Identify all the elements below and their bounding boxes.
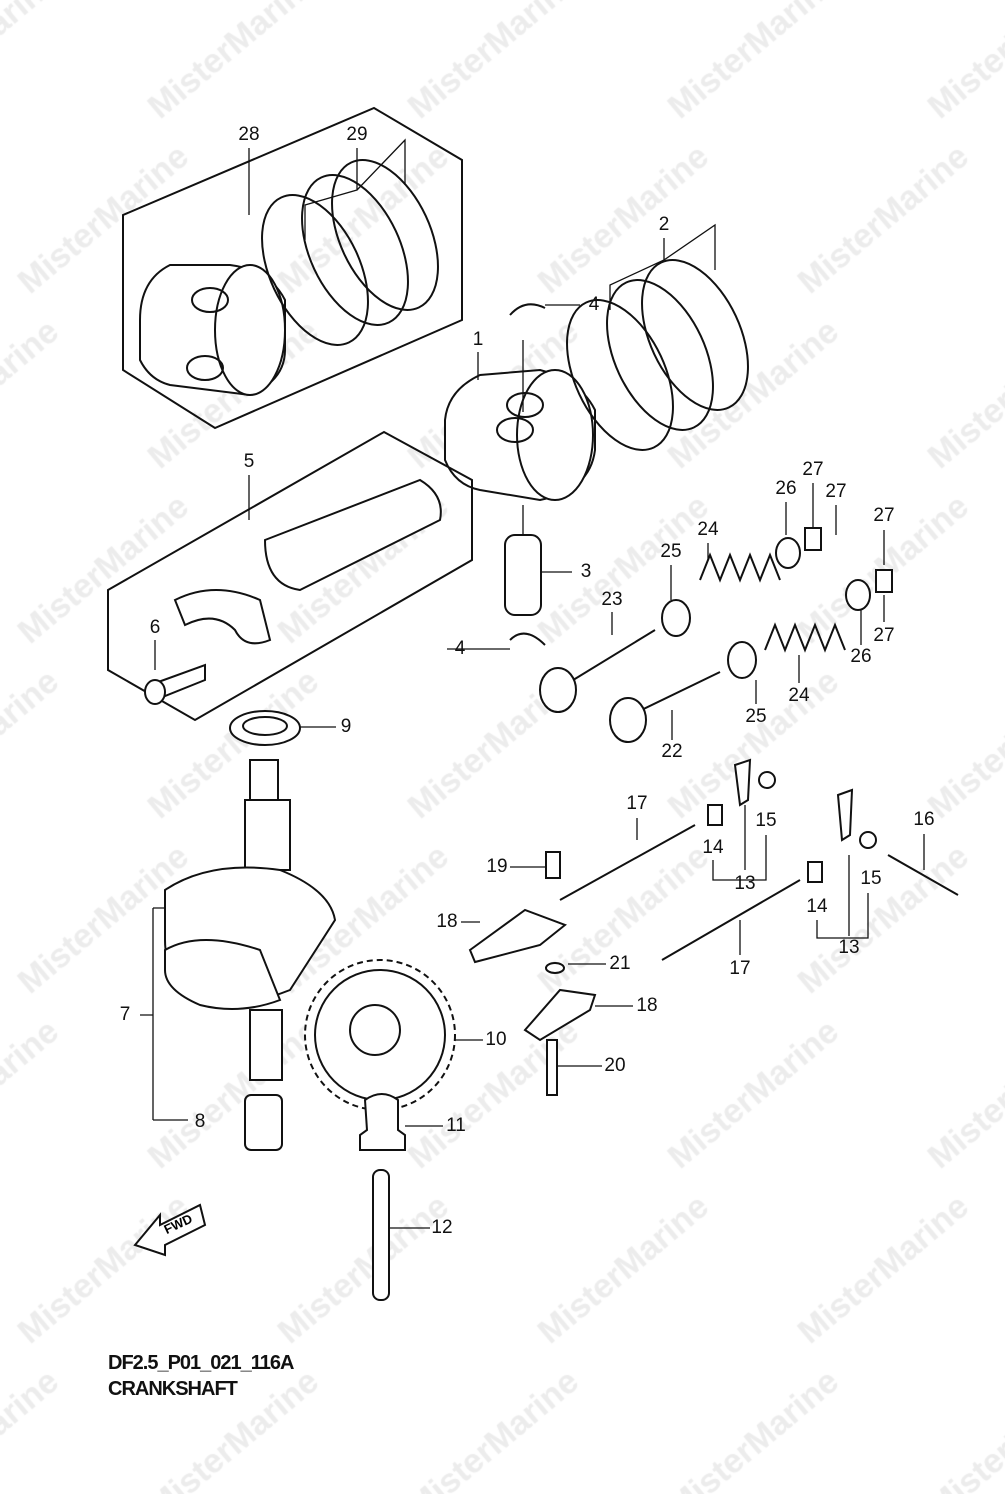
callout-27: 27 (802, 459, 823, 480)
connecting-rod-box (107, 430, 473, 722)
callout-8: 8 (195, 1111, 206, 1132)
fwd-arrow: FWD (133, 1203, 207, 1257)
piston (444, 259, 749, 646)
callout-15: 15 (860, 868, 881, 889)
valves (539, 527, 893, 743)
callout-18: 18 (636, 995, 657, 1016)
callout-26: 26 (775, 478, 796, 499)
callout-5: 5 (244, 451, 255, 472)
cam-gear (304, 959, 456, 1111)
callout-13: 13 (838, 937, 859, 958)
callout-20: 20 (604, 1055, 625, 1076)
callout-10: 10 (485, 1029, 506, 1050)
callout-1: 1 (473, 329, 484, 350)
callout-2: 2 (659, 214, 670, 235)
callout-13: 13 (734, 873, 755, 894)
piston-kit-box (122, 106, 463, 430)
callout-9: 9 (341, 716, 352, 737)
shaft-pin (372, 1169, 390, 1301)
callout-25: 25 (660, 541, 681, 562)
leader-lines (140, 138, 925, 1229)
callout-28: 28 (238, 124, 259, 145)
callout-17: 17 (626, 793, 647, 814)
diagram-code: DF2.5_P01_021_116A (108, 1352, 294, 1374)
callout-19: 19 (486, 856, 507, 877)
callout-4: 4 (589, 294, 600, 315)
callout-27: 27 (873, 625, 894, 646)
callout-7: 7 (120, 1004, 131, 1025)
callout-21: 21 (609, 953, 630, 974)
callout-12: 12 (431, 1217, 452, 1238)
callout-15: 15 (755, 810, 776, 831)
callout-18: 18 (436, 911, 457, 932)
callout-4: 4 (455, 638, 466, 659)
crankshaft (164, 759, 337, 1151)
callout-27: 27 (825, 481, 846, 502)
rocker-parts (468, 758, 959, 1096)
cam-shaft-part (359, 1093, 406, 1151)
callout-22: 22 (661, 741, 682, 762)
callout-16: 16 (913, 809, 934, 830)
callout-24: 24 (697, 519, 719, 540)
callout-29: 29 (346, 124, 367, 145)
callout-3: 3 (581, 561, 592, 582)
callout-23: 23 (601, 589, 622, 610)
callout-14: 14 (702, 837, 724, 858)
callout-27: 27 (873, 505, 894, 526)
diagram-caption: DF2.5_P01_021_116A CRANKSHAFT (108, 1350, 294, 1402)
callout-11: 11 (446, 1115, 466, 1136)
callout-6: 6 (150, 617, 161, 638)
callout-25: 25 (745, 706, 766, 727)
diagram-title: CRANKSHAFT (108, 1378, 238, 1400)
callout-24: 24 (788, 685, 810, 706)
callout-17: 17 (729, 958, 750, 979)
callout-14: 14 (806, 896, 828, 917)
callout-26: 26 (850, 646, 871, 667)
